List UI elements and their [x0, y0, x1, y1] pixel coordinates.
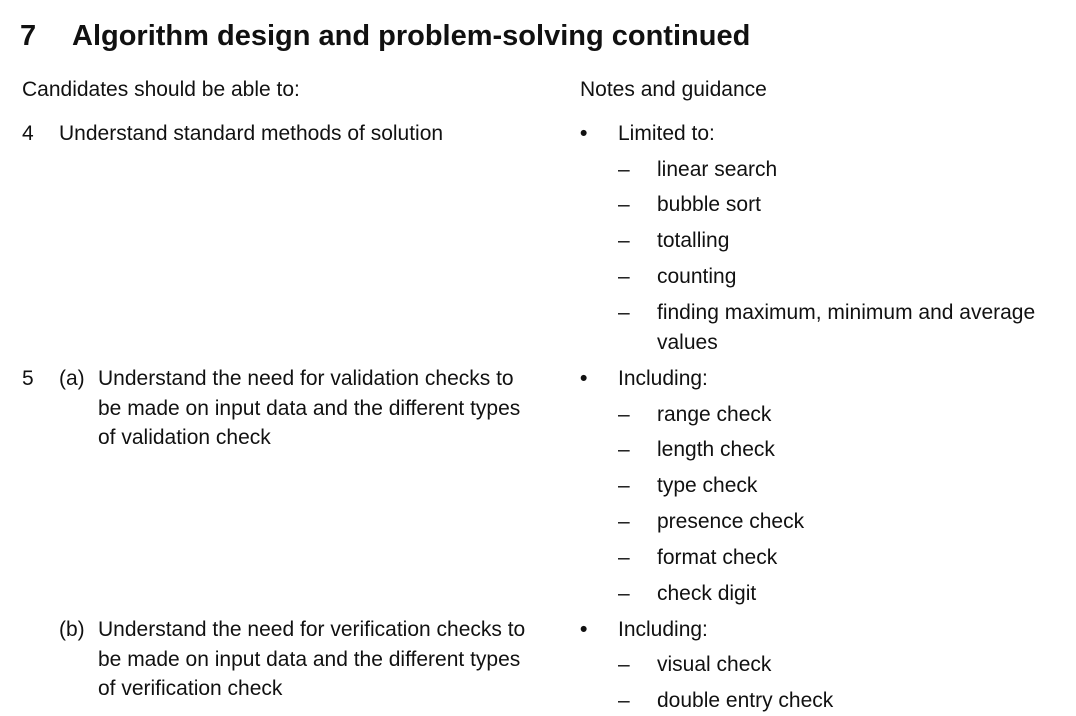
subitem-text: presence check — [657, 510, 805, 533]
subitem-text: counting — [657, 265, 737, 288]
subitem-text: linear search — [657, 158, 778, 181]
guidance-subitem: – double entry check — [618, 686, 1068, 716]
objective-number: 5 — [22, 367, 34, 390]
guidance-label: Including: — [618, 367, 708, 390]
subitem-text: bubble sort — [657, 193, 761, 216]
dash-icon: – — [618, 158, 630, 181]
right-column-header: Notes and guidance — [580, 78, 767, 101]
objective-text: Understand standard methods of solution — [59, 122, 444, 145]
subitem-text: type check — [657, 474, 758, 497]
guidance-bullet-5b: • Including: — [580, 615, 708, 645]
subitem-text: format check — [657, 546, 778, 569]
section-title: 7 Algorithm design and problem-solving co… — [20, 18, 750, 54]
subitem-text: double entry check — [657, 689, 834, 712]
guidance-subitem: – range check — [618, 400, 1068, 430]
subitem-text: totalling — [657, 229, 730, 252]
dash-icon: – — [618, 229, 630, 252]
guidance-subitem: – finding maximum, minimum and average v… — [618, 298, 1068, 357]
objective-letter: (a) — [59, 367, 85, 390]
guidance-label: Including: — [618, 618, 708, 641]
guidance-bullet-5a: • Including: — [580, 364, 708, 394]
guidance-subitem: – counting — [618, 262, 1068, 292]
dash-icon: – — [618, 403, 630, 426]
guidance-subitem: – linear search — [618, 155, 1068, 185]
bullet-icon: • — [580, 618, 588, 641]
guidance-label: Limited to: — [618, 122, 715, 145]
subitem-text: range check — [657, 403, 772, 426]
objective-text: Understand the need for verification che… — [98, 618, 526, 700]
guidance-bullet-4: • Limited to: — [580, 119, 715, 149]
section-number: 7 — [20, 20, 37, 52]
guidance-subitem: – bubble sort — [618, 190, 1068, 220]
dash-icon: – — [618, 474, 630, 497]
bullet-icon: • — [580, 122, 588, 145]
dash-icon: – — [618, 193, 630, 216]
dash-icon: – — [618, 653, 630, 676]
dash-icon: – — [618, 689, 630, 712]
dash-icon: – — [618, 301, 630, 324]
left-column-header: Candidates should be able to: — [22, 78, 300, 101]
guidance-subitem: – type check — [618, 471, 1068, 501]
guidance-subitem: – totalling — [618, 226, 1068, 256]
guidance-subitem: – format check — [618, 543, 1068, 573]
guidance-subitem: – check digit — [618, 579, 1068, 609]
guidance-subitem: – presence check — [618, 507, 1068, 537]
subitem-text: length check — [657, 438, 775, 461]
dash-icon: – — [618, 510, 630, 533]
dash-icon: – — [618, 546, 630, 569]
guidance-subitem: – length check — [618, 435, 1068, 465]
dash-icon: – — [618, 438, 630, 461]
bullet-icon: • — [580, 367, 588, 390]
guidance-subitem: – visual check — [618, 650, 1068, 680]
dash-icon: – — [618, 582, 630, 605]
section-heading: Algorithm design and problem-solving con… — [72, 20, 751, 52]
subitem-text: visual check — [657, 653, 772, 676]
subitem-text: finding maximum, minimum and average val… — [657, 301, 1036, 354]
objective-letter: (b) — [59, 618, 85, 641]
objective-number: 4 — [22, 122, 34, 145]
objective-text: Understand the need for validation check… — [98, 367, 521, 449]
dash-icon: – — [618, 265, 630, 288]
subitem-text: check digit — [657, 582, 757, 605]
